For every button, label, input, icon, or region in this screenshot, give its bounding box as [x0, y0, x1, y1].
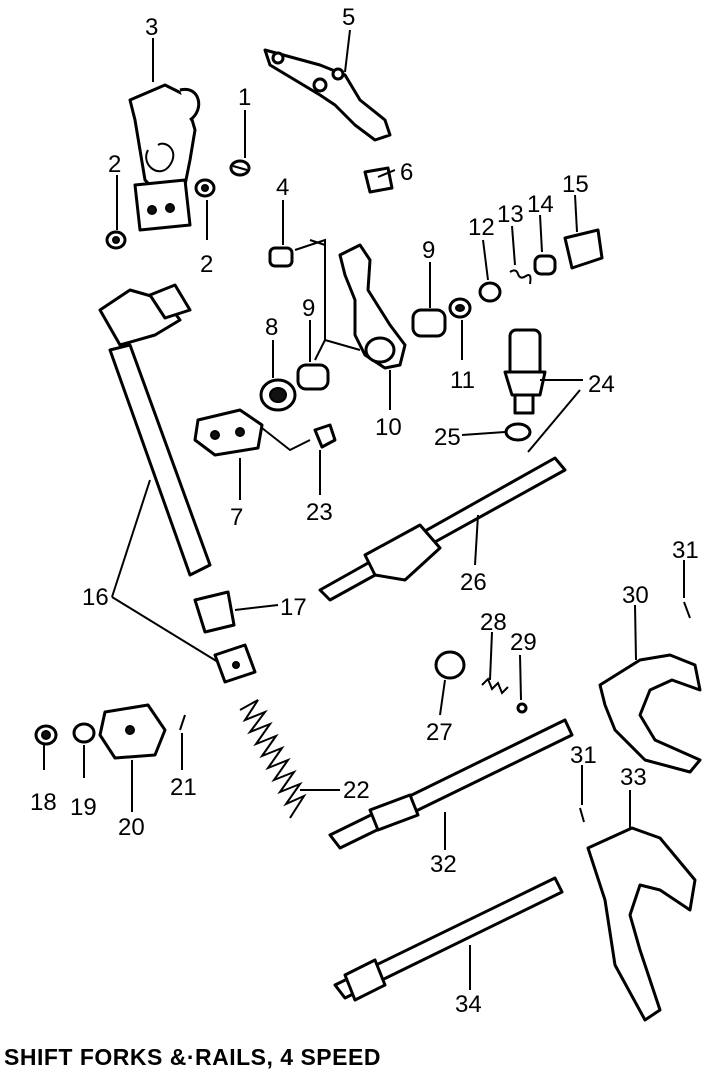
callout-8: 8	[265, 314, 278, 341]
callout-32: 32	[430, 851, 457, 878]
part-30-shift-fork	[598, 653, 702, 774]
callout-33: 33	[620, 764, 647, 791]
callout-11: 11	[450, 367, 475, 394]
diagram-caption: SHIFT FORKS &·RAILS, 4 SPEED	[4, 1044, 381, 1070]
callout-34: 34	[455, 991, 482, 1018]
callout-15: 15	[562, 171, 589, 198]
part-26-rail	[318, 456, 567, 602]
part-16-shift-tube	[98, 283, 212, 577]
callout-27: 27	[426, 719, 453, 746]
part-23-pin	[313, 423, 337, 449]
part-17-bushing	[193, 590, 236, 634]
callout-30: 30	[622, 582, 649, 609]
part-14-cap	[533, 254, 557, 276]
part-32-rail	[328, 718, 574, 850]
callout-9-left: 9	[302, 295, 315, 322]
part-7-interlock	[193, 408, 311, 457]
callout-23: 23	[306, 499, 333, 526]
part-28-spring	[481, 677, 509, 695]
callout-24: 24	[588, 371, 615, 398]
callout-26: 26	[460, 569, 487, 596]
leader-lines	[43, 29, 685, 990]
part-9-bushing-right	[411, 308, 447, 338]
part-2-nut-right	[194, 178, 216, 198]
callout-7: 7	[230, 504, 243, 531]
callout-5: 5	[342, 4, 355, 31]
callout-17: 17	[280, 594, 307, 621]
leader-bracket-9	[324, 339, 361, 351]
callout-2-left: 2	[108, 151, 121, 178]
part-2-nut-left	[105, 230, 127, 250]
part-20-bracket	[98, 703, 167, 760]
part-11-washer	[448, 297, 472, 319]
callout-2-right: 2	[200, 251, 213, 278]
part-12-washer	[478, 281, 502, 303]
part-31-pin-upper	[683, 601, 691, 619]
part-25-washer	[504, 422, 532, 442]
callout-6: 6	[400, 159, 413, 186]
callout-25: 25	[434, 424, 461, 451]
callout-1: 1	[238, 84, 251, 111]
part-16-collar	[213, 643, 257, 684]
callout-18: 18	[30, 789, 57, 816]
part-3-shift-bracket	[128, 83, 201, 232]
part-19-washer	[72, 722, 96, 744]
leader-bracket-4	[294, 238, 326, 361]
callout-29: 29	[510, 629, 537, 656]
part-22-spring	[239, 699, 307, 819]
callout-20: 20	[118, 814, 145, 841]
part-8-seal	[259, 378, 297, 412]
callout-labels: 3 1 2 2 5 6 4 8 9 9 10 11 12 13 14 15 24…	[30, 4, 699, 1018]
part-34-rail	[333, 876, 564, 1002]
callout-22: 22	[343, 777, 370, 804]
callout-16: 16	[82, 584, 109, 611]
callout-3: 3	[145, 14, 158, 41]
callout-21: 21	[170, 774, 197, 801]
part-31-pin-lower	[579, 807, 585, 823]
part-10-shift-arm	[309, 239, 407, 370]
part-13-spring	[509, 269, 532, 285]
part-27-detent	[434, 650, 466, 680]
part-21-pin	[179, 714, 186, 731]
part-29-ball	[516, 702, 528, 714]
part-5-lever	[263, 48, 392, 142]
part-4-bushing	[268, 246, 294, 268]
callout-31-lower: 31	[570, 742, 597, 769]
part-1-bolt	[229, 159, 251, 177]
callout-9-right: 9	[422, 237, 435, 264]
part-18-nut	[34, 724, 58, 746]
callout-14: 14	[527, 191, 554, 218]
part-9-bushing-left	[296, 363, 330, 391]
callout-28: 28	[480, 609, 507, 636]
part-24-switch	[503, 328, 547, 415]
part-15-boot	[563, 228, 604, 270]
callout-19: 19	[70, 794, 97, 821]
callout-12: 12	[468, 214, 495, 241]
callout-31-upper: 31	[672, 537, 699, 564]
part-6-clip	[363, 166, 394, 194]
part-33-shift-fork	[586, 826, 697, 1022]
callout-10: 10	[375, 414, 402, 441]
callout-4: 4	[276, 174, 289, 201]
callout-13: 13	[497, 201, 524, 228]
